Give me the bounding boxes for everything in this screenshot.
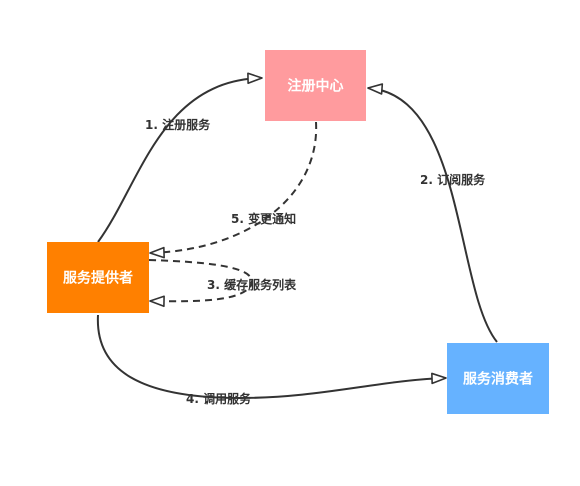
edge-label-subscribe: 2. 订阅服务	[420, 172, 486, 187]
edge-cache	[148, 259, 253, 308]
edge-subscribe	[367, 83, 498, 343]
node-consumer-box	[447, 343, 549, 414]
edge-label-notify: 5. 变更通知	[231, 211, 296, 226]
node-consumer: 服务消费者	[447, 343, 549, 414]
edge-label-invoke: 4. 调用服务	[186, 391, 252, 406]
edge-notify	[149, 121, 318, 259]
edge-label-cache: 3. 缓存服务列表	[207, 277, 297, 292]
node-registry-label: 注册中心	[288, 78, 344, 95]
node-consumer-label: 服务消费者	[463, 371, 533, 388]
edge-label-register: 1. 注册服务	[145, 117, 211, 132]
node-provider-label: 服务提供者	[63, 270, 133, 287]
edge-register	[97, 72, 263, 243]
node-registry: 注册中心	[265, 50, 366, 121]
node-provider-box	[47, 242, 149, 313]
edge-invoke	[96, 314, 447, 400]
node-registry-box	[265, 50, 366, 121]
node-provider: 服务提供者	[47, 242, 149, 313]
